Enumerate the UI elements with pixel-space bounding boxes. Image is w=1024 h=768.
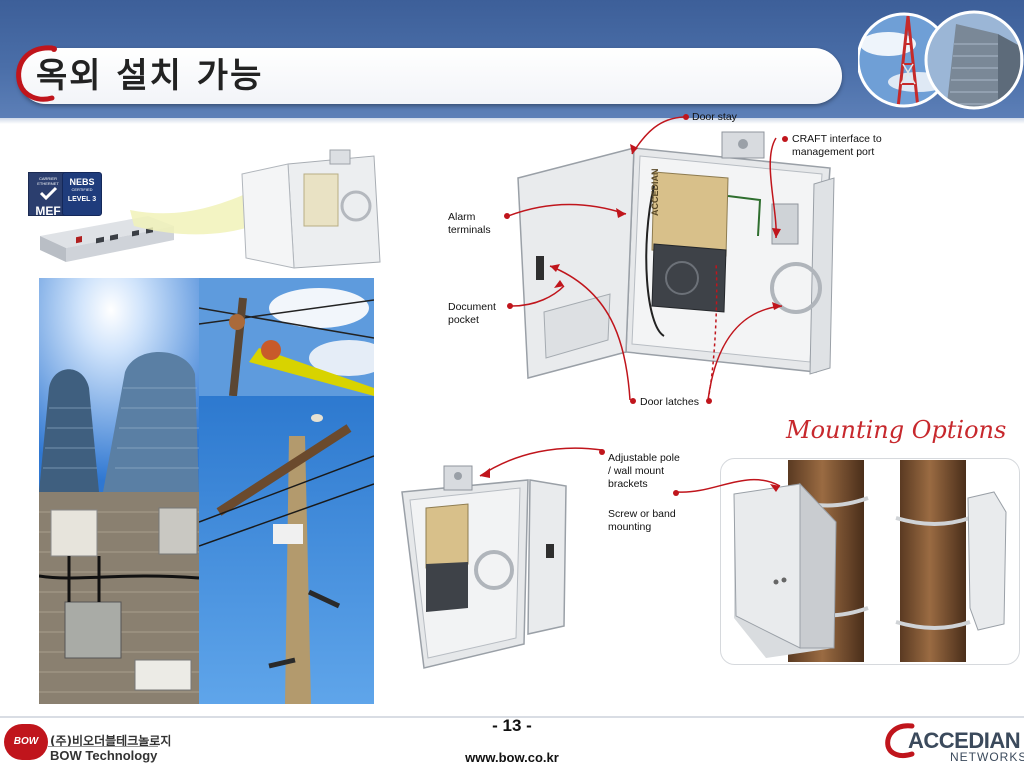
accedian-logo-text: ACCEDIAN xyxy=(908,728,1021,753)
header-divider xyxy=(0,118,1024,124)
checkmark-icon xyxy=(39,186,58,201)
header-photo-circles xyxy=(858,10,1024,110)
mount-arrow xyxy=(677,478,781,493)
door-latches-label: Door latches xyxy=(640,396,699,408)
craft-interface-label: CRAFT interface to management port xyxy=(792,133,882,158)
logo-divider xyxy=(48,746,158,747)
accedian-logo-subtext: NETWORKS xyxy=(950,750,1024,764)
door-stay-label: Door stay xyxy=(692,111,737,123)
alarm-terminals-label: Alarm terminals xyxy=(448,211,491,236)
bracket-label: Adjustable pole / wall mount brackets xyxy=(608,452,680,490)
callout-dot xyxy=(599,449,605,455)
callout-dot xyxy=(673,490,679,496)
title-bar xyxy=(18,48,842,104)
building-photo xyxy=(926,12,1022,108)
site-url: www.bow.co.kr xyxy=(465,750,559,765)
callout-dot xyxy=(782,136,788,142)
pole-mount-photo xyxy=(720,458,1020,665)
footer-divider xyxy=(0,716,1024,718)
callout-dot xyxy=(507,303,513,309)
screw-band-label: Screw or band mounting xyxy=(608,508,676,533)
page-number: - 13 - xyxy=(492,716,532,735)
lineman-photo xyxy=(199,278,374,396)
callout-dot xyxy=(504,213,510,219)
callout-arrows xyxy=(507,116,783,401)
nebs-badge: NEBS CERTIFIED LEVEL 3 xyxy=(62,172,102,216)
bow-logo-badge: BOW xyxy=(4,724,48,760)
accedian-swoosh-icon xyxy=(885,723,915,759)
skyscraper-photo xyxy=(39,278,199,492)
callout-dot xyxy=(683,114,689,120)
wall-enclosures-photo xyxy=(39,492,199,704)
document-pocket-label: Document pocket xyxy=(448,301,496,326)
callout-dot xyxy=(630,398,636,404)
page-title: 옥외 설치 가능 xyxy=(36,56,264,96)
bow-company-name-kr: (주)비오더블테크놀로지 xyxy=(50,734,172,748)
bow-company-name-en: BOW Technology xyxy=(50,748,158,763)
mef-badge: CARRIER ETHERNET MEF xyxy=(28,172,68,217)
bracket-enclosure-illustration xyxy=(401,465,567,669)
mounting-options-title: Mounting Options xyxy=(786,416,1007,444)
small-enclosure-image xyxy=(241,149,381,269)
red-swoosh-icon xyxy=(16,45,57,102)
callout-dot xyxy=(706,398,712,404)
utility-pole-photo xyxy=(199,396,374,704)
bracket-arrows xyxy=(479,447,603,478)
